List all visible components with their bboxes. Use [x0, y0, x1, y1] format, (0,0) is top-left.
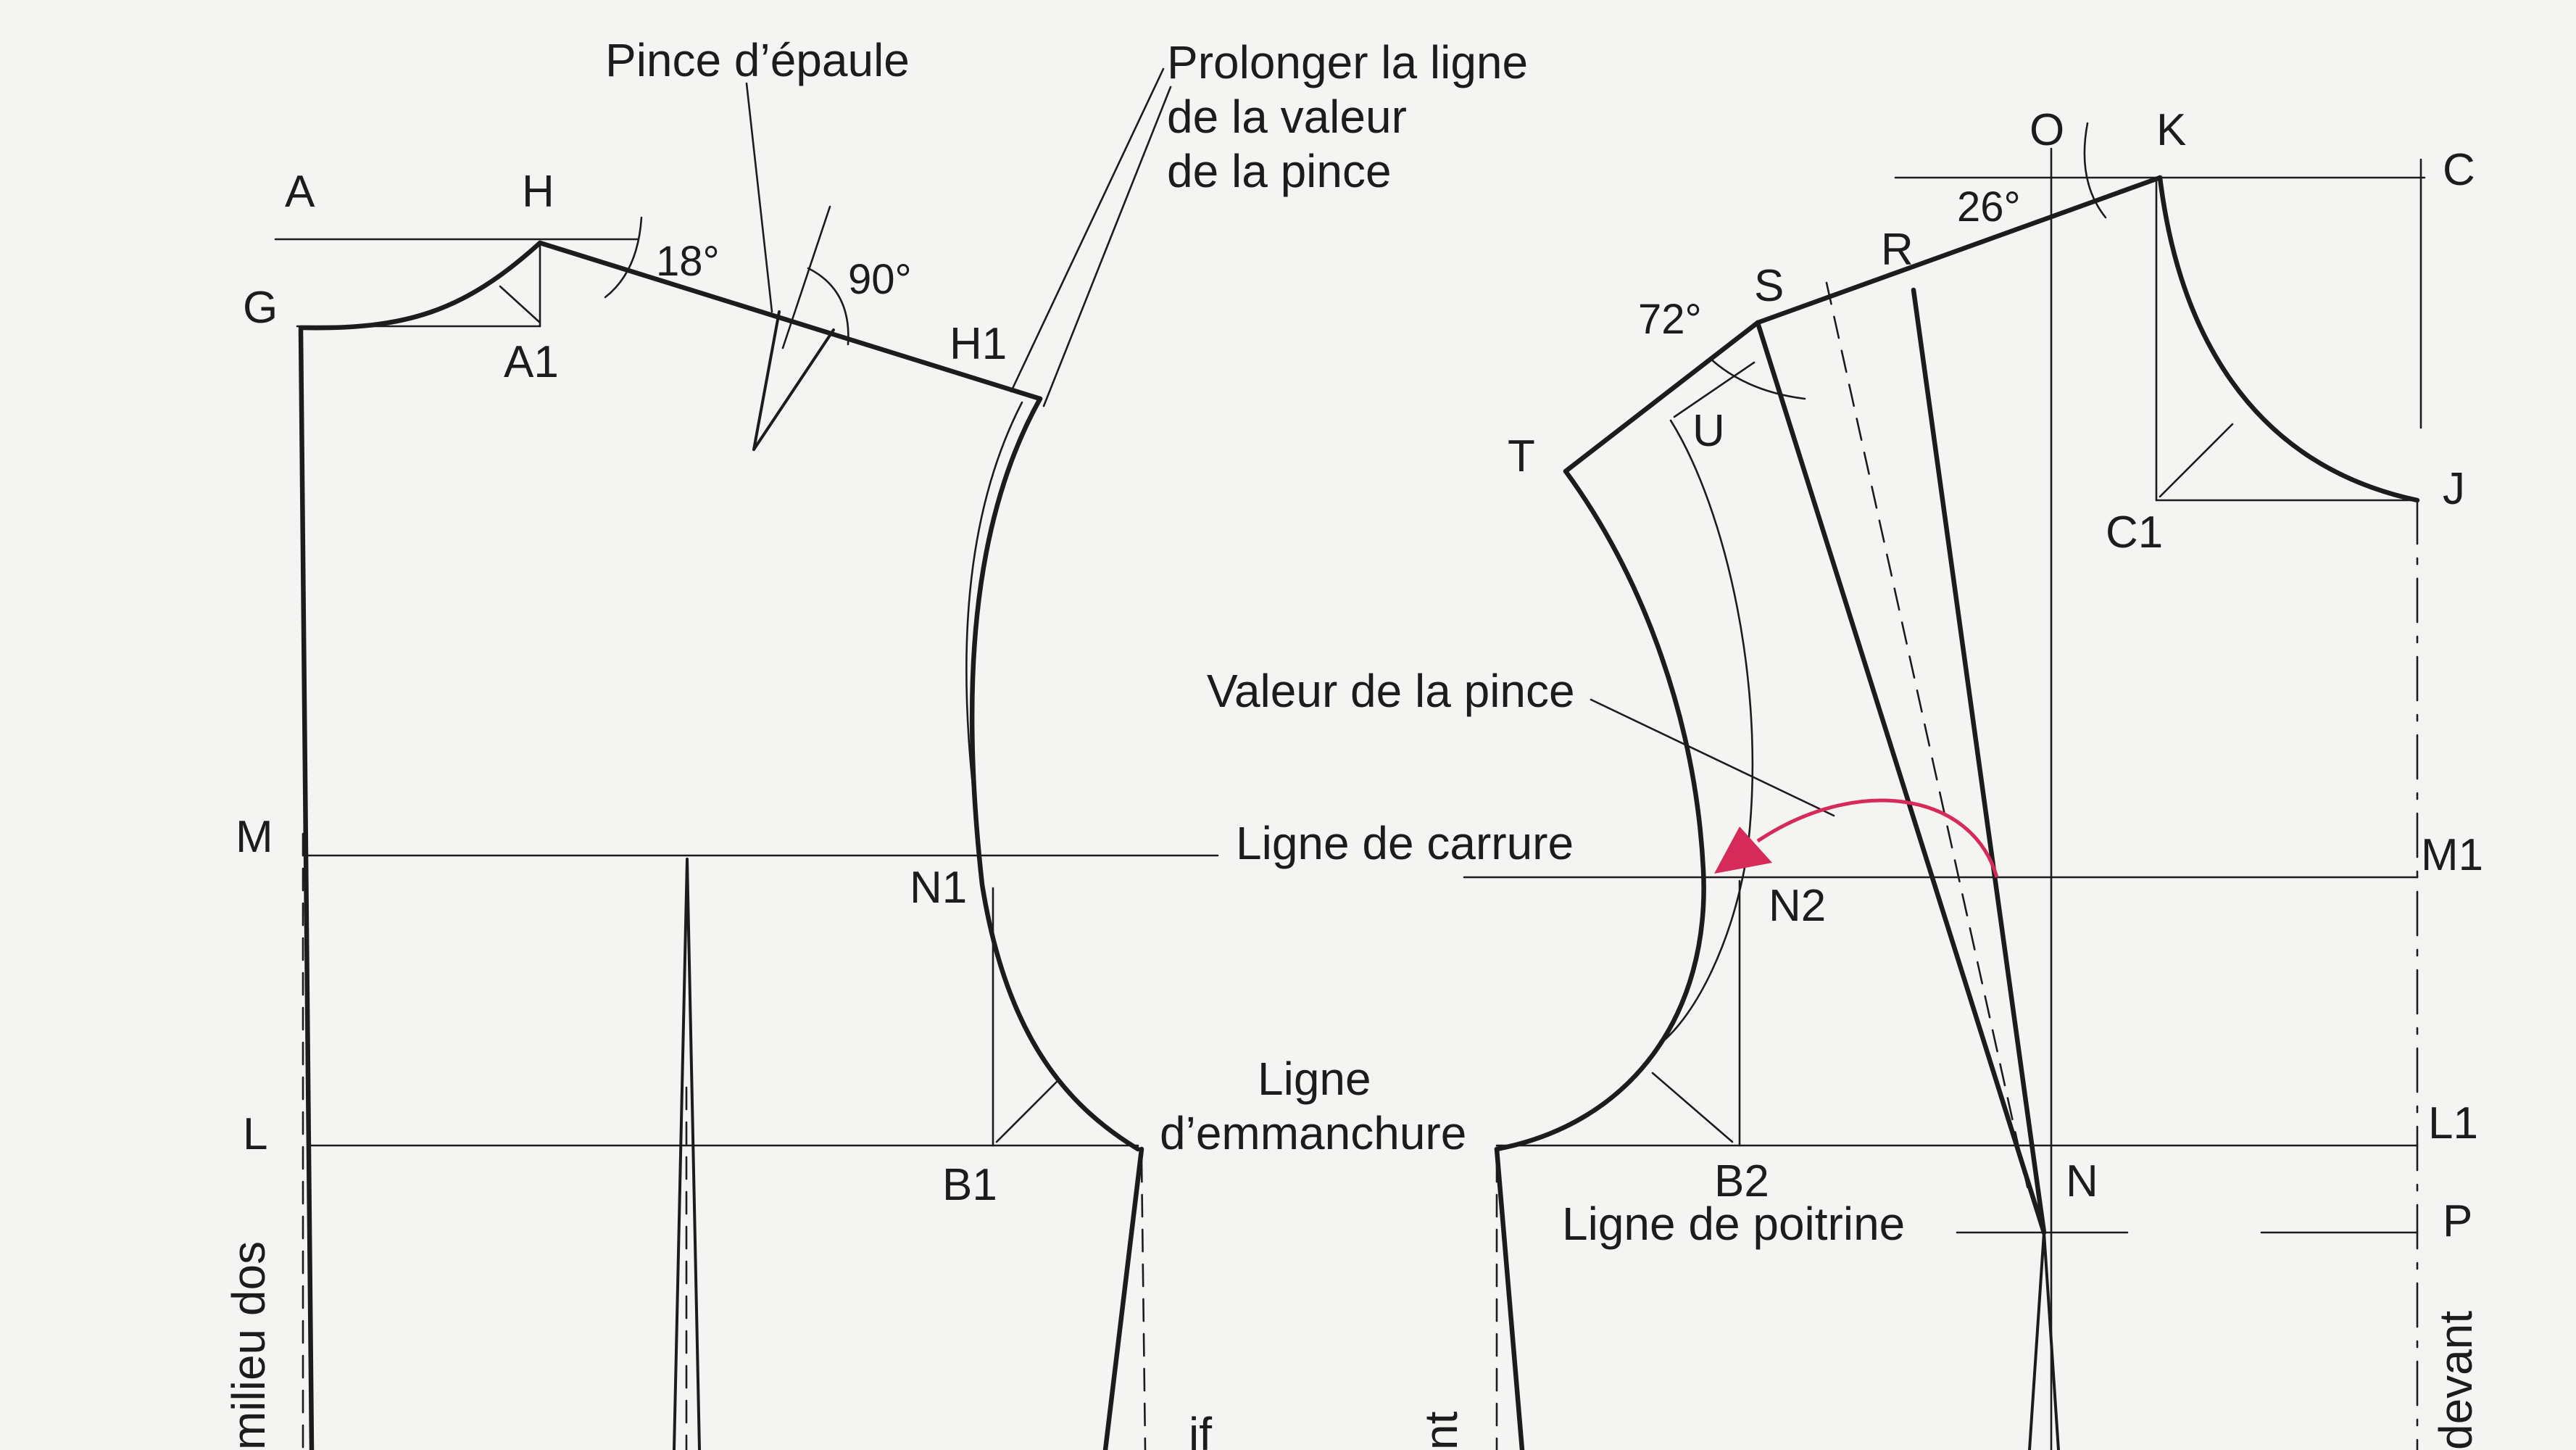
- back-armhole: [969, 396, 1141, 1152]
- back-side-seam: [1102, 1146, 1144, 1450]
- pince-rotation-arrow: [1756, 798, 1999, 878]
- point-T: T: [1508, 431, 1535, 481]
- front-armhole: [1494, 468, 1706, 1152]
- centre-back-line: [298, 327, 315, 1450]
- front-neckline: [2157, 175, 2420, 503]
- front-waist-dart-right: [2043, 1231, 2060, 1450]
- point-G: G: [243, 283, 278, 333]
- angle-18-label: 18°: [656, 238, 720, 285]
- angle-arc-18: [604, 216, 643, 299]
- point-C: C: [2443, 145, 2475, 195]
- point-H1: H1: [950, 319, 1007, 369]
- prolonger-label-2: de la valeur: [1167, 91, 1407, 143]
- annotations: Pince d’épaule Prolonger la ligne de la …: [223, 34, 2483, 1450]
- point-N2: N2: [1769, 881, 1826, 931]
- b1-diagonal: [995, 1079, 1060, 1143]
- front-bodice: [1463, 122, 2426, 1450]
- point-B2: B2: [1714, 1156, 1769, 1206]
- shoulder-dart-leg-1: [752, 310, 781, 451]
- point-B1: B1: [942, 1160, 997, 1210]
- back-side-seam-dashed: [1140, 1159, 1147, 1450]
- angle-90-label: 90°: [848, 256, 912, 303]
- prolonger-leader-2: [1042, 86, 1172, 407]
- angle-26-label: 26°: [1957, 183, 2021, 231]
- pince-epaule-leader: [745, 82, 773, 313]
- front-armhole-original: [1658, 419, 1754, 1045]
- point-S: S: [1754, 261, 1784, 311]
- milieu-dos-label: milieu dos: [223, 1241, 275, 1450]
- point-M1: M1: [2421, 830, 2483, 880]
- point-H: H: [522, 167, 554, 217]
- partial-label-mid: nt: [1415, 1411, 1467, 1450]
- point-A1: A1: [504, 337, 559, 387]
- angle-arc-26: [2083, 122, 2107, 219]
- point-P: P: [2443, 1196, 2472, 1246]
- point-N: N: [2066, 1156, 2098, 1206]
- shoulder-dart-leg-2: [752, 328, 835, 451]
- front-shoulder-rotated: [1563, 320, 1761, 474]
- point-A: A: [285, 167, 315, 217]
- point-M: M: [236, 812, 273, 862]
- point-L: L: [243, 1109, 267, 1159]
- back-waist-dart-left: [673, 858, 689, 1450]
- back-neckline: [298, 240, 543, 331]
- dart-90-guide: [781, 205, 831, 349]
- front-dart-leg-r: [1911, 287, 2047, 1235]
- point-U: U: [1692, 406, 1725, 456]
- angle-arc-90: [807, 267, 849, 346]
- point-C1: C1: [2106, 508, 2163, 558]
- b2-diagonal: [1651, 1072, 1734, 1143]
- point-J: J: [2443, 464, 2465, 514]
- valeur-pince-leader: [1590, 698, 1835, 817]
- point-N1: N1: [910, 863, 967, 913]
- ligne-poitrine-label: Ligne de poitrine: [1562, 1198, 1905, 1250]
- prolonger-label-3: de la pince: [1167, 145, 1392, 197]
- point-L1: L1: [2428, 1098, 2478, 1148]
- back-bodice: [274, 67, 1219, 1450]
- ligne-emmanchure-label-2: d’emmanchure: [1160, 1107, 1466, 1159]
- prolonger-label-1: Prolonger la ligne: [1167, 36, 1528, 88]
- front-dart-centre-dashed: [1825, 281, 2031, 1198]
- back-shoulder-line: [537, 240, 1043, 402]
- devant-label: devant: [2430, 1311, 2482, 1450]
- front-shoulder-line: [1755, 175, 2163, 326]
- angle-arc-72: [1709, 357, 1806, 400]
- arrowhead-icon: [1714, 826, 1772, 874]
- ligne-emmanchure-label-1: Ligne: [1258, 1053, 1371, 1105]
- point-K: K: [2156, 105, 2186, 155]
- ligne-carrure-label: Ligne de carrure: [1236, 817, 1574, 869]
- front-waist-dart-left: [2028, 1231, 2045, 1450]
- point-O: O: [2029, 105, 2064, 155]
- u-connector: [1673, 361, 1756, 418]
- prolonger-leader-1: [1010, 67, 1165, 393]
- pince-epaule-label: Pince d’épaule: [605, 34, 910, 86]
- c1-diagonal: [2159, 423, 2234, 498]
- point-R: R: [1881, 225, 1914, 275]
- front-side-seam: [1494, 1146, 1525, 1450]
- front-dart-leg-s: [1755, 320, 2047, 1235]
- a1-diagonal: [499, 285, 541, 324]
- back-waist-dart-right: [686, 858, 701, 1450]
- valeur-pince-label: Valeur de la pince: [1207, 665, 1575, 717]
- partial-label-left: if: [1189, 1408, 1212, 1450]
- back-armhole-extension: [965, 401, 1023, 835]
- angle-72-label: 72°: [1638, 296, 1702, 343]
